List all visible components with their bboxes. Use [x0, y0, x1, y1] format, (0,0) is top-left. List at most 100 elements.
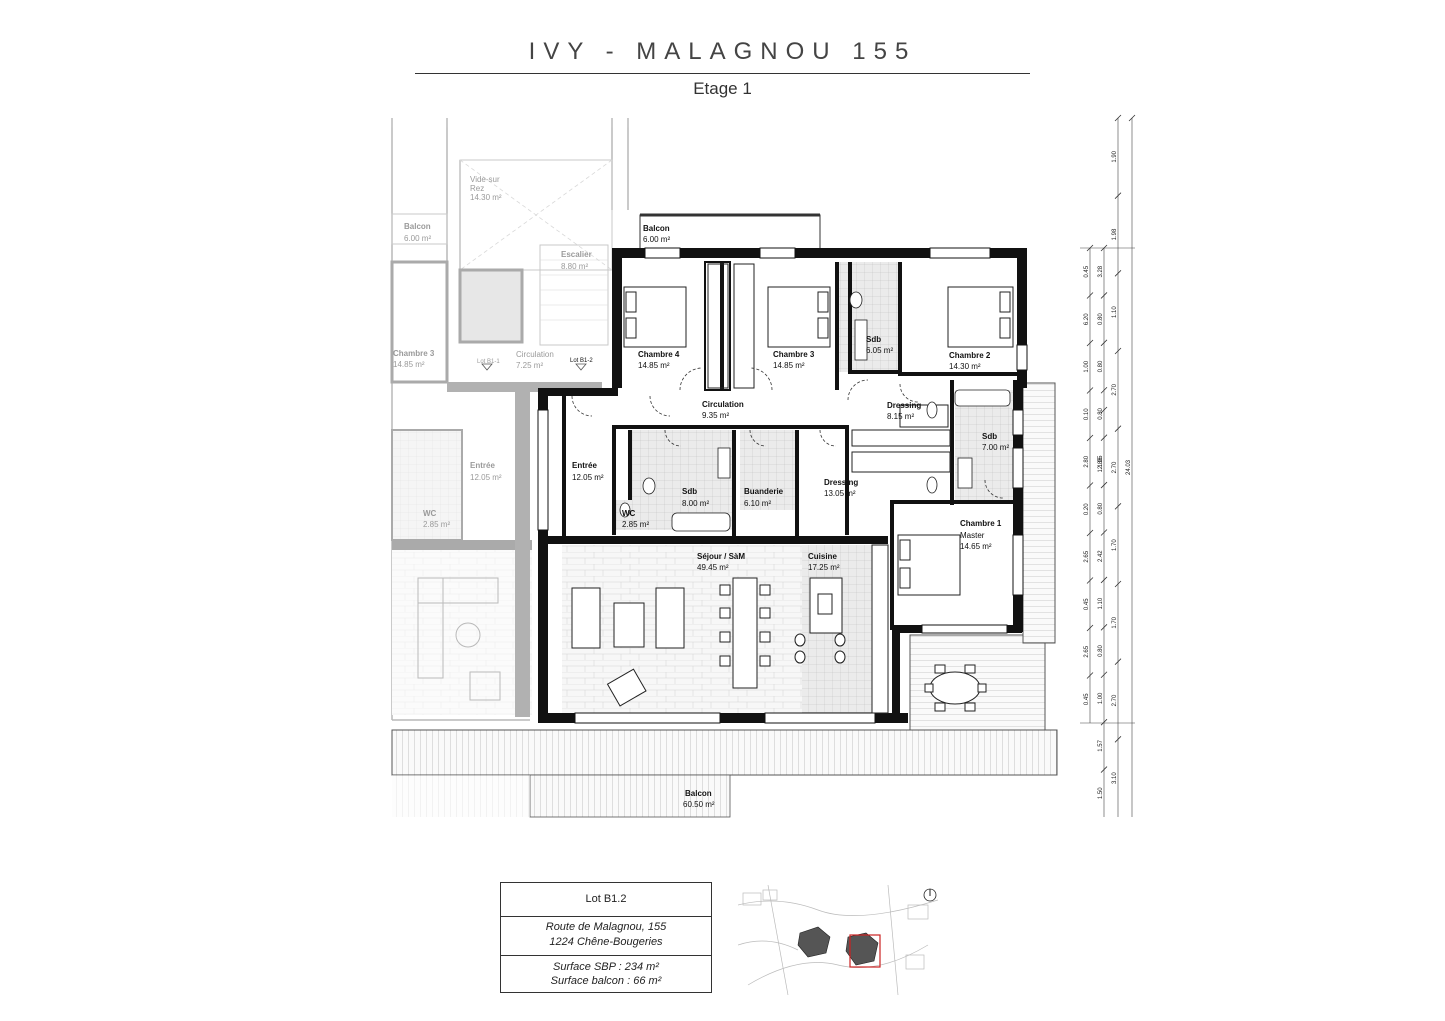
chambre3-left-label: Chambre 3 [393, 349, 435, 358]
dimension-label: 0.45 [1084, 265, 1090, 277]
dimension-label: 1.10 [1098, 597, 1104, 609]
cuisine-label: Cuisine [808, 552, 837, 561]
dimension-label: 1.10 [1112, 306, 1118, 318]
dimension-label: 24.03 [1126, 459, 1132, 475]
balcon-bottom-area: 60.50 m² [683, 800, 715, 809]
dimension-label: 2.65 [1084, 645, 1090, 657]
dimension-tick [1114, 580, 1122, 588]
dimension-label: 1.70 [1112, 616, 1118, 628]
address-line-1: Route de Malagnou, 155 [545, 921, 667, 933]
chambre1-sub: Master [960, 531, 985, 540]
dimension-tick [1086, 577, 1094, 584]
chambre4-area: 14.85 m² [638, 361, 670, 370]
dimension-label: 0.45 [1084, 598, 1090, 610]
dimension-label: 2.65 [1084, 550, 1090, 562]
page-title: IVY - MALAGNOU 155 [528, 38, 917, 65]
wc-area: 2.85 m² [622, 520, 649, 529]
sdb-top-area: 6.05 m² [866, 346, 893, 355]
dimension-tick [1086, 482, 1094, 489]
dimension-label: 0.80 [1098, 313, 1104, 325]
sdb-mid-area: 8.00 m² [682, 499, 709, 508]
dimension-tick [1100, 671, 1108, 679]
chambre2-label: Chambre 2 [949, 351, 991, 360]
north-arrow [923, 888, 937, 902]
buanderie-label: Buanderie [744, 487, 784, 496]
chambre3-area: 14.85 m² [773, 361, 805, 370]
vide-label: Vide-sur [470, 175, 500, 184]
sejour-area: 49.45 m² [697, 563, 729, 572]
escalier-area: 8.80 m² [561, 262, 588, 271]
neighbour-lot [390, 118, 629, 721]
sdb-top-tiles [838, 262, 898, 372]
dimension-label: 6.20 [1084, 313, 1090, 325]
dimension-tick [1086, 624, 1094, 632]
dimension-tick [1128, 114, 1136, 122]
sdb-right-area: 7.00 m² [982, 443, 1009, 452]
surface-sbp: Surface SBP : 234 m² [553, 961, 659, 973]
dimension-label: 12.85 [1098, 457, 1104, 473]
address-line-2: 1224 Chêne-Bougeries [549, 936, 663, 948]
chambre1-label: Chambre 1 [960, 519, 1002, 528]
balcon-top-label: Balcon [643, 224, 670, 233]
lot-info-box: Lot B1.2 Route de Malagnou, 155 1224 Chê… [500, 882, 712, 993]
dimension-tick [1086, 434, 1094, 442]
dimension-tick [1086, 387, 1094, 394]
balcon-bottom-label: Balcon [685, 789, 712, 798]
circulation-left-area: 7.25 m² [516, 361, 543, 370]
dimension-label: 1.57 [1098, 739, 1104, 751]
lot-b12-label: Lot B1-2 [570, 358, 593, 364]
dimension-tick [1100, 339, 1108, 347]
circulation-area: 9.35 m² [702, 411, 729, 420]
dimension-tick [1086, 244, 1094, 252]
surface-balcon: Surface balcon : 66 m² [550, 975, 662, 987]
dimension-label: 0.80 [1098, 502, 1104, 514]
dimension-label: 1.90 [1112, 150, 1118, 162]
dimension-label: 3.28 [1098, 265, 1104, 277]
chambre3-left-area: 14.85 m² [393, 360, 425, 369]
wc-left-label: WC [423, 509, 437, 518]
dimension-tick [1100, 292, 1108, 299]
lot-highlight-marker [849, 934, 881, 968]
dimension-label: 1.00 [1084, 360, 1090, 372]
dressing-top-area: 8.15 m² [887, 412, 914, 421]
dimension-tick [1100, 481, 1108, 489]
dimension-label: 0.45 [1084, 693, 1090, 705]
balcon-top-area: 6.00 m² [643, 235, 670, 244]
dimension-tick [1114, 658, 1122, 665]
cuisine-area: 17.25 m² [808, 563, 840, 572]
dimension-tick [1100, 624, 1108, 631]
escalier-label: Escalier [561, 250, 592, 259]
dimension-tick [1100, 576, 1108, 584]
dimension-tick [1086, 672, 1094, 679]
dimension-label: 2.70 [1112, 383, 1118, 395]
vide-area: 14.30 m² [470, 193, 502, 202]
dressing-top-label: Dressing [887, 401, 921, 410]
entree-left-area: 12.05 m² [470, 473, 502, 482]
dimension-label: 0.80 [1098, 360, 1104, 372]
dimension-tick [1100, 529, 1108, 536]
sdb-mid-label: Sdb [682, 487, 697, 496]
dimension-label: 0.20 [1084, 503, 1090, 515]
dimension-label: 0.80 [1098, 645, 1104, 657]
sdb-right-label: Sdb [982, 432, 997, 441]
dimension-tick [1114, 425, 1122, 432]
dimension-label: 1.98 [1112, 228, 1118, 240]
dressing-mid-area: 13.05 m² [824, 489, 856, 498]
entree-label: Entrée [572, 461, 597, 470]
dimension-tick [1100, 406, 1108, 414]
dimension-label: 1.95 [1098, 455, 1104, 467]
dimension-tick [1114, 347, 1122, 355]
dimension-tick [1086, 339, 1094, 347]
dimension-label: 3.10 [1112, 772, 1118, 784]
dimension-label: 2.80 [1084, 455, 1090, 467]
dimension-label: 0.10 [1084, 408, 1090, 420]
dimension-tick [1114, 114, 1122, 122]
sdb-top-label: Sdb [866, 335, 881, 344]
address: Route de Malagnou, 155 1224 Chêne-Bouger… [501, 917, 711, 956]
balcon-left-area: 6.00 m² [404, 234, 431, 243]
dimension-tick [1100, 434, 1108, 441]
dimension-label: 2.70 [1112, 461, 1118, 473]
surfaces: Surface SBP : 234 m² Surface balcon : 66… [501, 956, 711, 988]
dressing-mid-label: Dressing [824, 478, 858, 487]
